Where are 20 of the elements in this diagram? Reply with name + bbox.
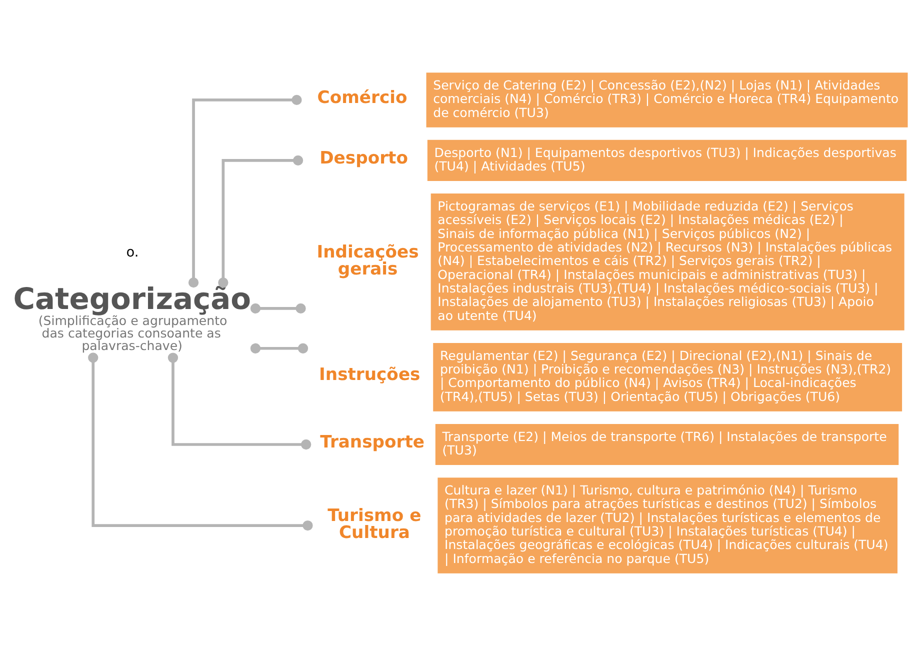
node-label: Comércio [317, 88, 408, 108]
connector [88, 352, 313, 531]
node-box: Regulamentar (E2) | Segurança (E2) | Direcional (E2),(N1) | Sinais de proibição (N1) | Proibição e recomendações (N3) | Instruções (N3),(TR2) | Comportamento do público (N4) | Avisos (TR4) | Local-indicações (TR4),(TU5) | Setas (TU3) | Orientação (TU5) | Obrigações (TU6) [433, 342, 902, 412]
connector [168, 352, 312, 450]
node-box: Transporte (E2) | Meios de transporte (TR6) | Instalações de transporte (TU3) [435, 424, 899, 466]
connector [188, 94, 302, 288]
node-label: Turismo e Cultura [328, 506, 422, 544]
connector [250, 303, 306, 314]
node-label: Transporte [320, 432, 425, 452]
node-label: Indicações gerais [316, 242, 419, 280]
node-box: Pictogramas de serviços (E1) | Mobilidade reduzida (E2) | Serviços acessíveis (E2) | Serviços locais (E2) | Instalações médicas (E2) | Sinais de informação pública (N1) | Serviços públicos (N2) | Processamento de atividades (N2) | Recursos (N3) | Instalações públicas (N4) | Estabelecimentos e cáis (TR2) | Serviços gerais (TR2) | Operacional (TR4) | Instalações municipais e administrativas (TU3) | Instalações industrais (TU3),(TU4) | Instalações médico-sociais (TU3) | Instalações de alojamento (TU3) | Instalações religiosas (TU3) | Apoio ao utente (TU4) [430, 194, 904, 330]
node-label: Desporto [320, 148, 408, 168]
connector [250, 343, 308, 354]
node-text: Categorização (Simplificação e agrupamento das categorias consoante as palavras-chave) [13, 281, 251, 354]
node-box: Desporto (N1) | Equipamentos desportivos (TU3) | Indicações desportivas (TU4) | Atividades (TU5) [427, 140, 907, 181]
node-box: Serviço de Catering (E2) | Concessão (E2),(N2) | Lojas (N1) | Atividades comerciais (N4) | Comércio (TR3) | Comércio e Horeca (TR4) Equipamento de comércio (TU3) [426, 72, 908, 128]
node-label: Instruções [319, 365, 420, 386]
label: o. [126, 244, 139, 260]
node-box: Cultura e lazer (N1) | Turismo, cultura e património (N4) | Turismo (TR3) | Símbolos para atrações turísticas e destinos (TU2) | Símbolos para atividades de lazer (TU2) | Instalações turísticas e elementos de promoção turística e cultural (TU3) | Instalações turísticas (TU4) | Instalações geográficas e ecológicas (TU4) | Indicações culturais (TU4) | Informação e referência no parque (TU5) [438, 478, 898, 574]
connector [218, 155, 304, 288]
